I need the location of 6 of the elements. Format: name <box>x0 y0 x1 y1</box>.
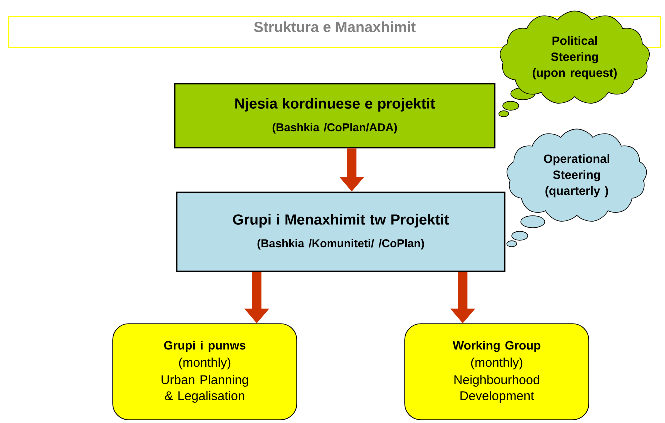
process-box: Njesia kordinuese e projektit (Bashkia /CoPlan/ADA) <box>174 83 496 149</box>
group-box: Grupi i punws (monthly) Urban Planning & Legalisation <box>112 324 298 420</box>
thought-cloud: Operational Steering (quarterly ) <box>506 128 648 248</box>
group-box: Working Group (monthly) Neighbourhood Development <box>404 324 590 420</box>
process-box: Grupi i Menaxhimit tw Projektit (Bashkia /Komuniteti/ /CoPlan) <box>176 192 506 272</box>
thought-cloud: Political Steering (upon request) <box>498 10 650 118</box>
